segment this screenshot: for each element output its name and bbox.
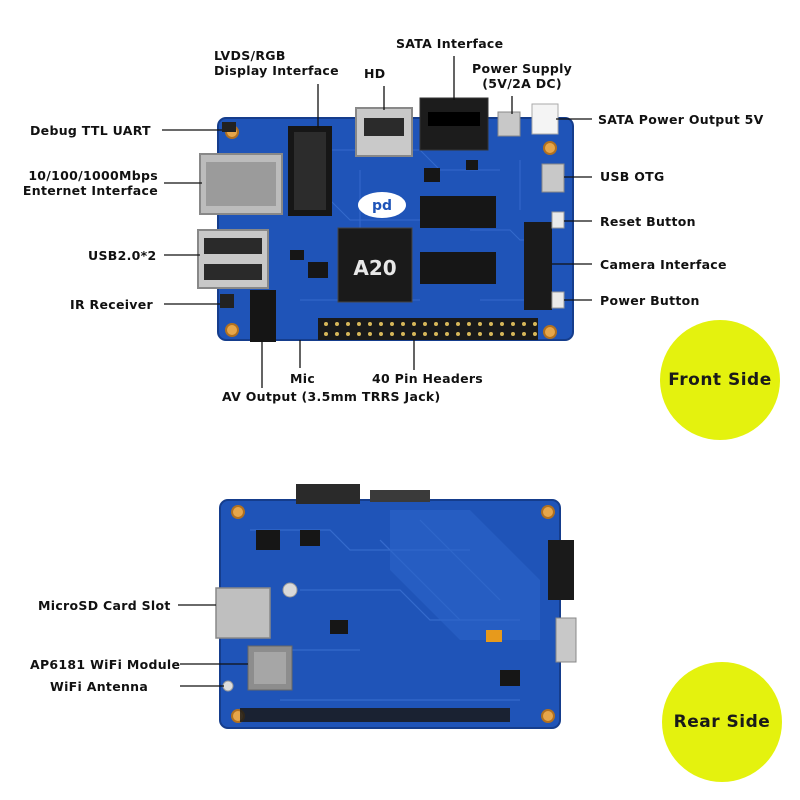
front-side-badge: Front Side: [660, 320, 780, 440]
label-sata: SATA Interface: [396, 36, 504, 51]
label-camera: Camera Interface: [600, 257, 727, 272]
chip-text: A20: [353, 256, 396, 280]
label-reset: Reset Button: [600, 214, 696, 229]
usb-otg-port: [541, 163, 565, 193]
label-power-button: Power Button: [600, 293, 700, 308]
label-mic: Mic: [290, 371, 316, 386]
mount-hole: [543, 325, 557, 339]
power-button: [551, 291, 565, 309]
label-power-supply: Power Supply(5V/2A DC): [472, 61, 573, 91]
ir-receiver: [220, 294, 234, 308]
rear-side-badge: Rear Side: [662, 662, 782, 782]
mount-hole: [543, 141, 557, 155]
av-jack: [250, 290, 276, 342]
camera-connector: [524, 222, 552, 310]
microsd-slot: [215, 587, 271, 639]
label-microsd: MicroSD Card Slot: [38, 598, 171, 613]
mount-hole: [225, 323, 239, 337]
logo-text: pd: [372, 198, 392, 214]
label-debug-uart: Debug TTL UART: [30, 123, 151, 138]
mount-hole: [541, 505, 555, 519]
label-av-output: AV Output (3.5mm TRRS Jack): [222, 389, 441, 404]
board-logo: [358, 192, 406, 218]
pin-header: [318, 318, 538, 340]
label-usb-otg: USB OTG: [600, 169, 665, 184]
label-headers: 40 Pin Headers: [372, 371, 484, 386]
a20-chip: [337, 227, 413, 303]
sata-power-connector: [531, 103, 559, 135]
label-usb2: USB2.0*2: [88, 248, 157, 263]
label-wifi-antenna: WiFi Antenna: [50, 679, 149, 694]
ram-chip: [420, 252, 496, 284]
mount-hole: [541, 709, 555, 723]
front-board: [197, 97, 574, 342]
wifi-antenna-connector: [222, 680, 234, 692]
label-ir: IR Receiver: [70, 297, 153, 312]
power-microusb: [497, 111, 521, 137]
reset-button: [551, 211, 565, 229]
label-hd: HD: [364, 66, 386, 81]
label-wifi-module: AP6181 WiFi Module: [30, 657, 181, 672]
ram-chip: [420, 196, 496, 228]
rear-side-badge-text: Rear Side: [673, 712, 771, 732]
label-sata-power: SATA Power Output 5V: [598, 112, 764, 127]
pointer-lines: [162, 56, 592, 687]
rear-board: [215, 484, 577, 729]
front-side-badge-text: Front Side: [668, 370, 772, 390]
mount-hole: [231, 505, 245, 519]
uart-pins: [222, 122, 236, 132]
